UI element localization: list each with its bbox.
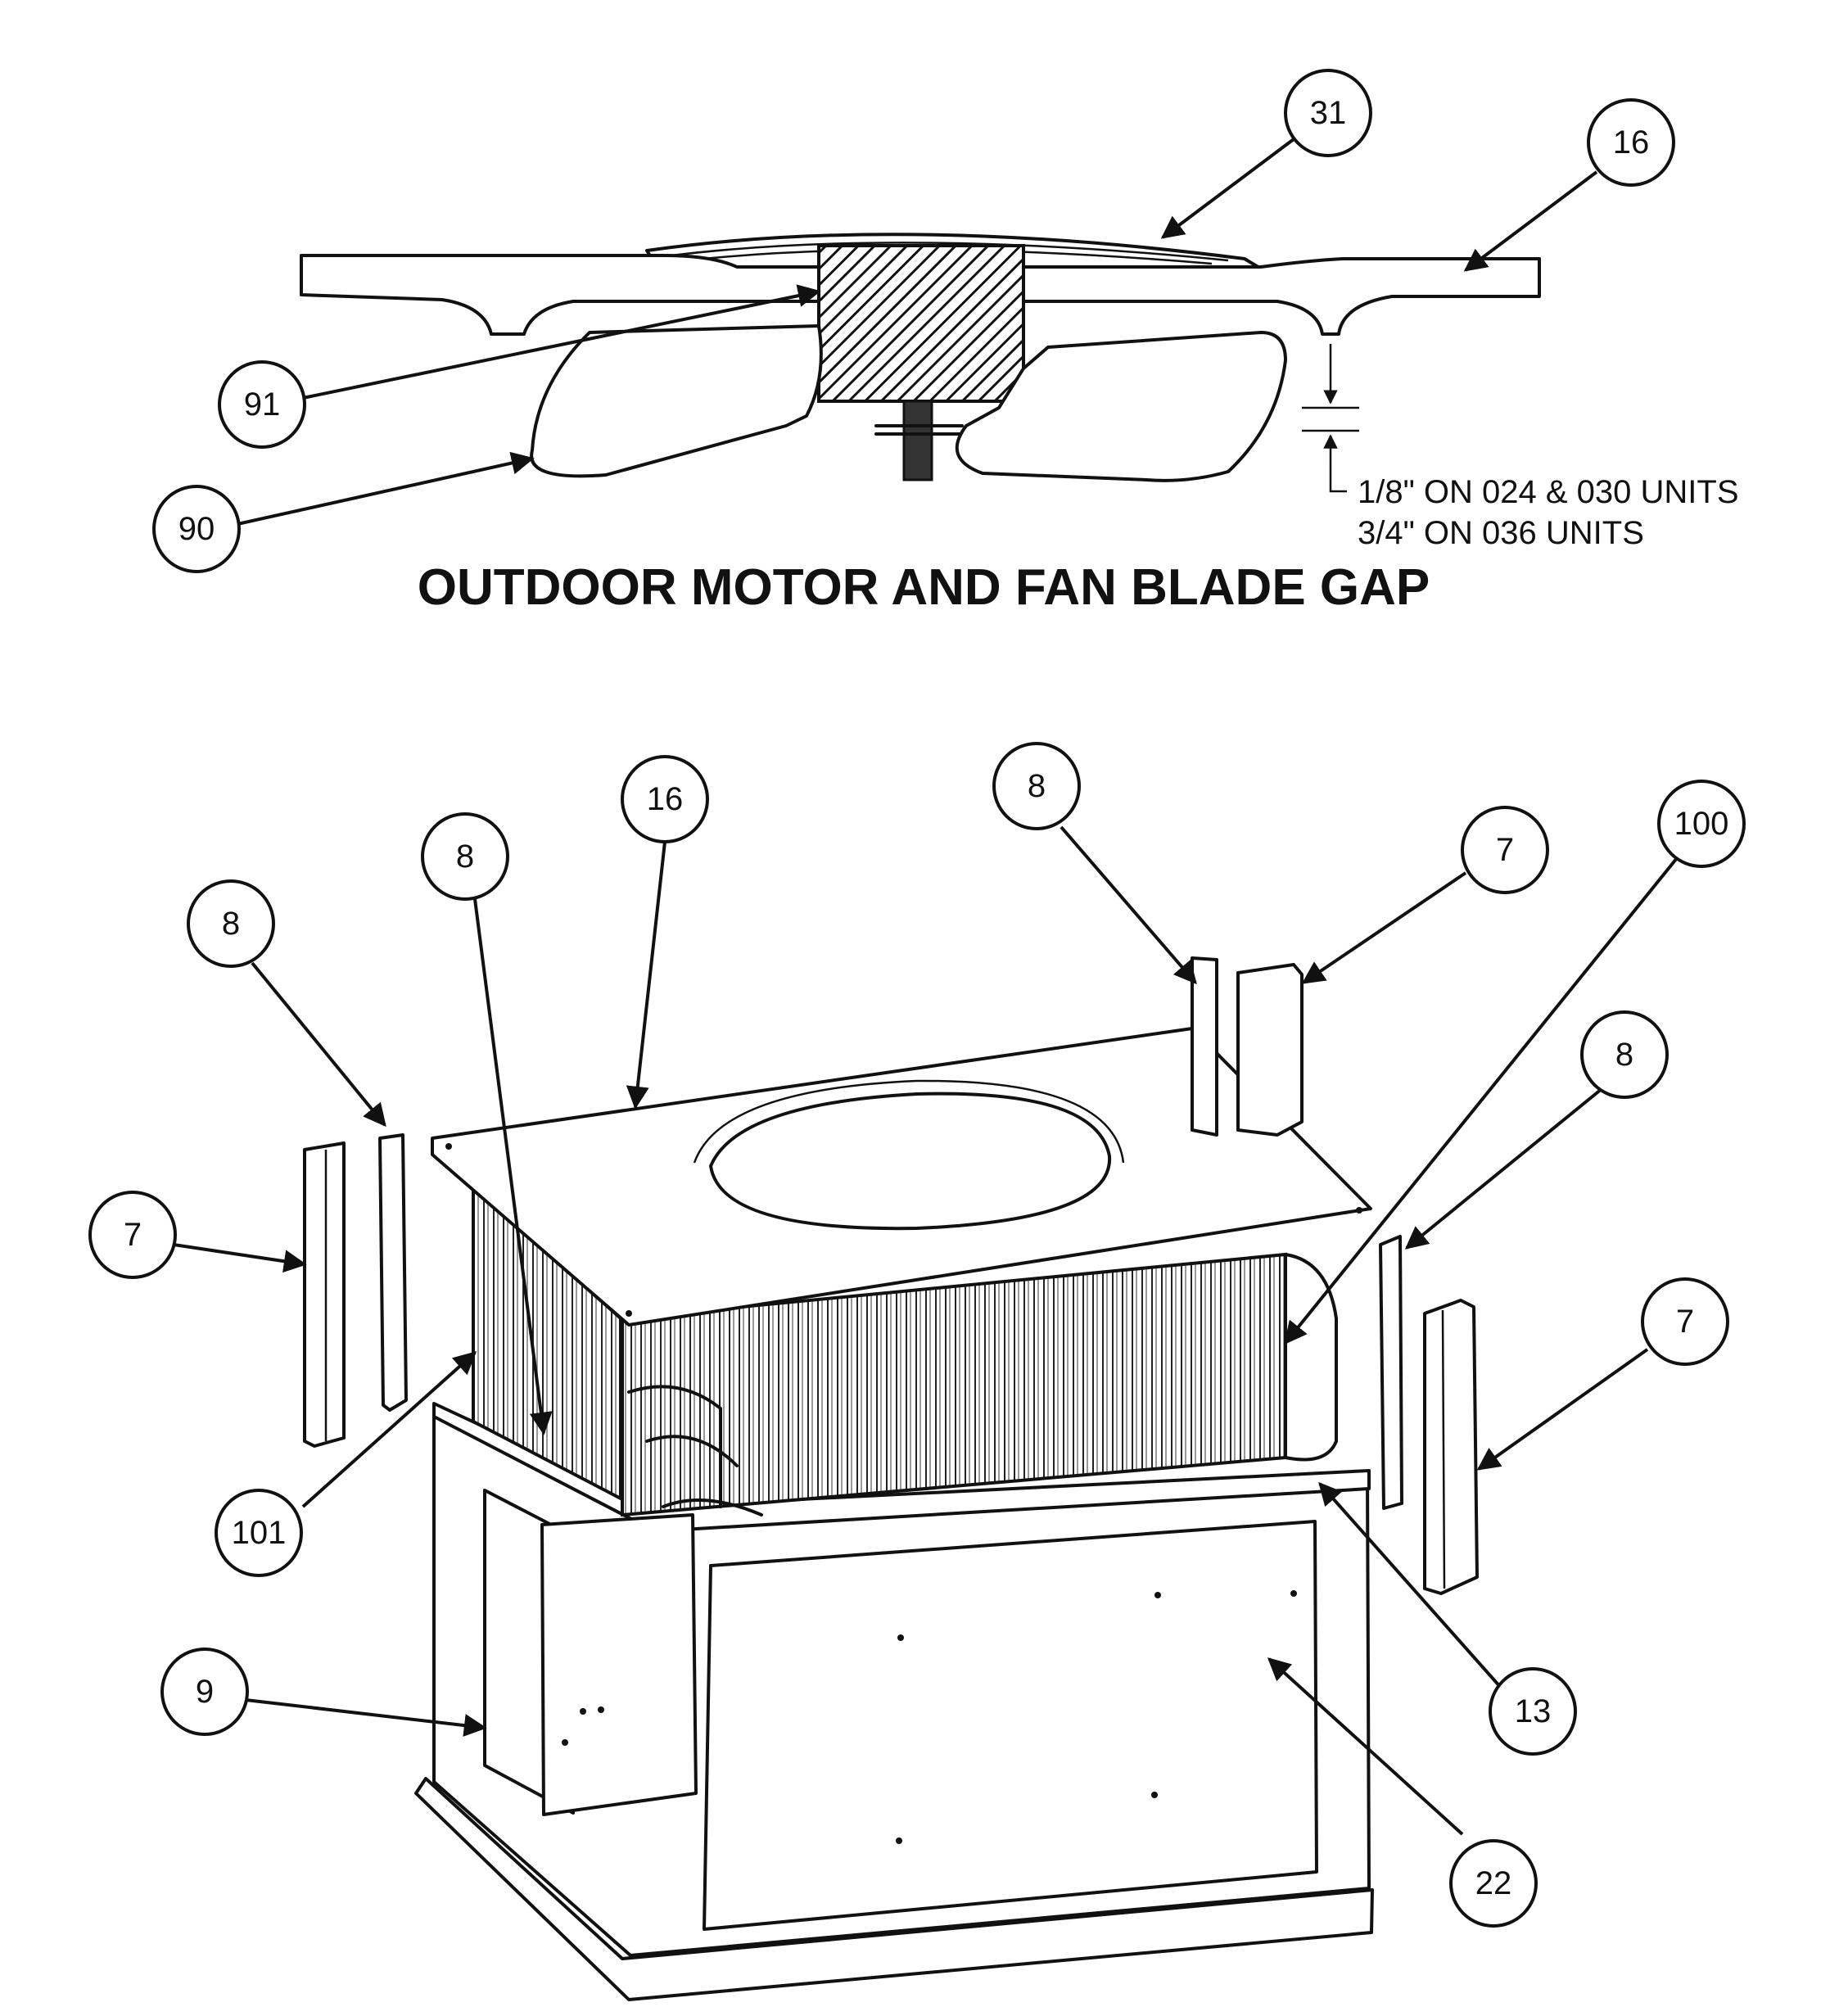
- callout-9: [160, 1648, 249, 1736]
- gap-note-line2: 3/4" ON 036 UNITS: [1358, 515, 1644, 551]
- outdoor-motor: [817, 244, 1025, 403]
- callout-8-c: [992, 742, 1081, 830]
- motor-shaft: [902, 400, 933, 481]
- callout-91: [218, 360, 306, 449]
- callout-8-c-label: 8: [1028, 768, 1046, 804]
- gap-note-line1: 1/8" ON 024 & 030 UNITS: [1358, 474, 1739, 510]
- callout-9-label: 9: [196, 1674, 214, 1710]
- callout-16-top: [1587, 98, 1675, 187]
- callout-22-label: 22: [1475, 1865, 1512, 1901]
- callout-7-a-label: 7: [124, 1217, 142, 1253]
- callout-7-c: [1641, 1277, 1729, 1366]
- callout-22: [1449, 1839, 1538, 1928]
- packaged-unit: [303, 956, 1479, 2001]
- detail-title: OUTDOOR MOTOR AND FAN BLADE GAP: [418, 559, 1430, 616]
- callout-7-a: [88, 1191, 177, 1279]
- callout-100: [1657, 780, 1746, 868]
- callout-101-label: 101: [232, 1515, 287, 1551]
- fan-opening: [709, 1092, 1112, 1231]
- base-pan: [414, 1777, 1374, 2001]
- access-panel: [703, 1520, 1318, 1931]
- fan-blade-left: [530, 324, 823, 478]
- callout-13: [1489, 1667, 1577, 1756]
- corner-post-rear: [1191, 956, 1218, 1137]
- callout-91-label: 91: [244, 386, 281, 423]
- callout-8-d: [1580, 1010, 1669, 1099]
- fan-blade-right: [955, 331, 1287, 482]
- callout-7-b: [1461, 806, 1549, 894]
- callout-8-a-label: 8: [456, 838, 474, 875]
- callout-101: [215, 1489, 303, 1577]
- callout-7-c-label: 7: [1676, 1304, 1694, 1340]
- callout-90: [152, 485, 241, 573]
- callout-8-b: [187, 879, 275, 968]
- corner-post-left: [378, 1133, 408, 1412]
- corner-panel-left: [303, 1141, 346, 1448]
- callout-31: [1284, 69, 1372, 157]
- callout-8-a: [421, 812, 509, 901]
- callout-90-label: 90: [178, 511, 215, 547]
- control-box-cover: [540, 1513, 698, 1816]
- callout-8-d-label: 8: [1615, 1037, 1633, 1073]
- corner-panel-right: [1423, 1299, 1479, 1595]
- callout-31-label: 31: [1310, 95, 1347, 131]
- callout-8-b-label: 8: [222, 906, 240, 942]
- callout-16-top-label: 16: [1613, 124, 1650, 160]
- callout-100-label: 100: [1674, 806, 1729, 842]
- corner-post-right: [1379, 1235, 1403, 1510]
- callout-7-b-label: 7: [1496, 832, 1514, 868]
- callout-13-label: 13: [1515, 1693, 1552, 1729]
- corner-panel-rear: [1236, 963, 1304, 1137]
- motor-fan-detail: 1/8" ON 024 & 030 UNITS 3/4" ON 036 UNIT…: [300, 233, 1739, 616]
- callout-16-main: [621, 755, 709, 843]
- callouts: 31 16 91 90 16 8 8 7 8 7: [88, 69, 1746, 1928]
- callout-16-main-label: 16: [647, 781, 684, 817]
